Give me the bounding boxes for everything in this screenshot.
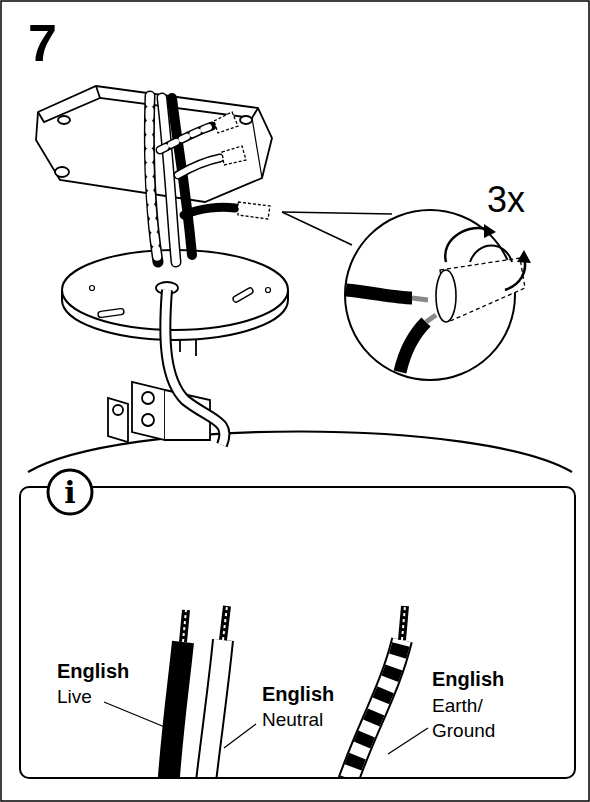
- wire-nut: [214, 112, 270, 219]
- language-label: English: [262, 683, 334, 706]
- language-label: English: [432, 668, 504, 691]
- callout-detail: [345, 210, 531, 380]
- lamp-shade: [28, 432, 572, 473]
- step-number: 7: [28, 14, 57, 74]
- info-icon: [48, 470, 92, 514]
- quantity-label: 3x: [487, 179, 525, 220]
- mount-bracket: [108, 330, 210, 442]
- info-panel: [20, 487, 575, 778]
- lamp-cable: [165, 290, 224, 445]
- wire-name: Neutral: [262, 709, 323, 731]
- language-label: English: [57, 660, 129, 683]
- leader-line: [104, 702, 428, 754]
- wire-name: Earth/ Ground: [432, 694, 516, 743]
- info-letter: i: [64, 476, 75, 511]
- wire-name: Live: [57, 686, 92, 708]
- wire-samples: [168, 606, 405, 777]
